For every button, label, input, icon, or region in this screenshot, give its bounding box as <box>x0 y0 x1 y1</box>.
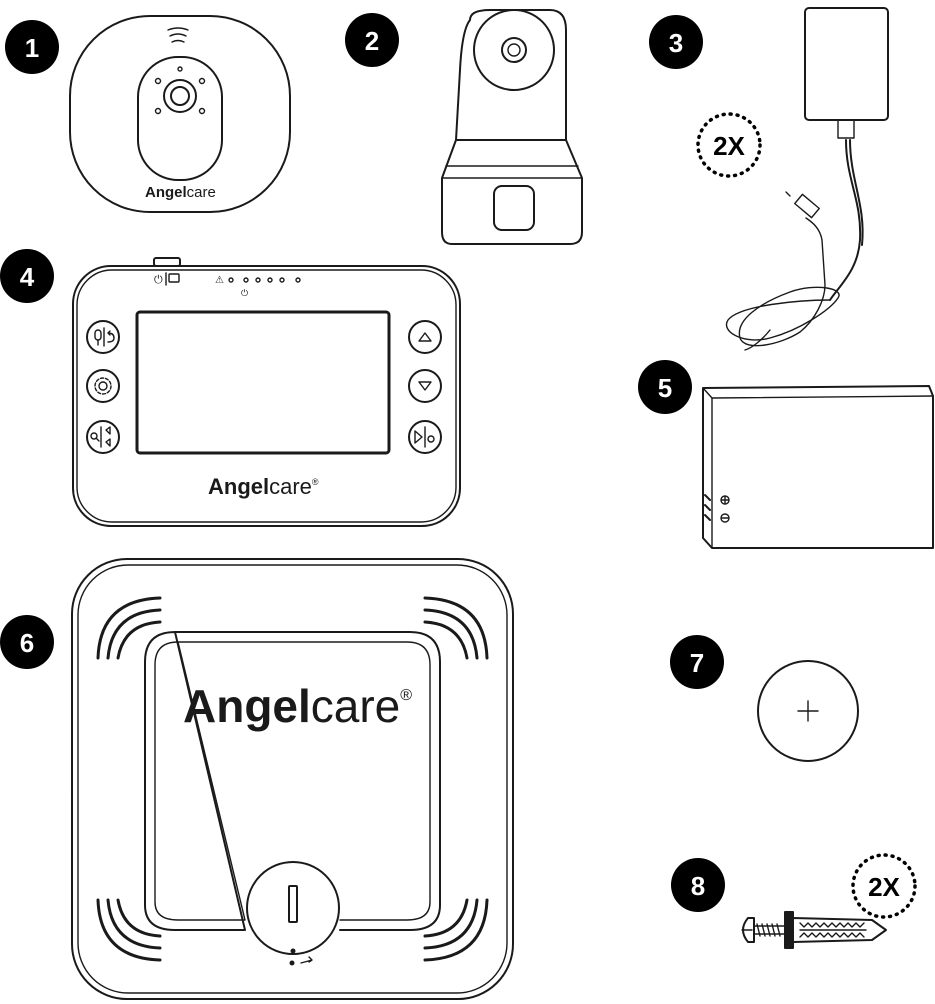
item-1-brand-logo: Angelcare <box>145 184 216 201</box>
up-button <box>408 320 442 354</box>
item-6-badge: 6 <box>0 615 54 669</box>
video-icon <box>168 273 180 283</box>
signal-icon: ⚠ <box>215 275 224 286</box>
item-3-power-adapter: 3 2X <box>649 7 889 351</box>
item-6-sensor-pad: 6 Angelcare® <box>0 558 514 1000</box>
power-icon: ⏻ <box>154 273 163 286</box>
parent-unit-screen <box>135 310 391 455</box>
zoom-volume-button <box>86 420 120 454</box>
item-6-brand-logo: Angelcare® <box>183 680 412 732</box>
item-1-number: 1 <box>25 33 39 63</box>
item-4-number: 4 <box>20 262 35 292</box>
item-8-screws-anchors: 8 2X <box>671 853 917 949</box>
item-3-badge: 3 <box>649 15 703 69</box>
item-4-brand-logo: Angelcare® <box>208 474 319 499</box>
talk-back-button <box>86 320 120 354</box>
led-indicator <box>295 277 301 283</box>
sensor-wave-arcs <box>96 596 489 962</box>
item-5-battery: 5 <box>638 360 934 549</box>
led-indicator <box>267 277 273 283</box>
led-indicator <box>279 277 285 283</box>
down-button <box>408 369 442 403</box>
item-8-quantity-label: 2X <box>868 872 900 902</box>
sensor-pad-connector <box>246 861 340 955</box>
item-1-camera: 1 Angelcare <box>5 15 291 213</box>
item-2-number: 2 <box>365 26 379 56</box>
settings-button <box>86 369 120 403</box>
item-7-coin-battery: 7 <box>670 635 859 762</box>
item-3-quantity: 2X <box>696 112 762 178</box>
item-3-quantity-label: 2X <box>713 131 745 161</box>
item-4-badge: 4 <box>0 249 54 303</box>
power-led-icon: ⏻ <box>241 288 248 299</box>
item-4-parent-unit: 4 ⏻ ⚠ ⏻ <box>0 249 461 527</box>
led-indicator <box>255 277 261 283</box>
item-7-number: 7 <box>690 648 704 678</box>
item-5-badge: 5 <box>638 360 692 414</box>
item-8-quantity: 2X <box>851 853 917 919</box>
play-lullaby-button <box>408 420 442 454</box>
item-7-badge: 7 <box>670 635 724 689</box>
item-3-number: 3 <box>669 28 683 58</box>
item-6-number: 6 <box>20 628 34 658</box>
item-2-badge: 2 <box>345 13 399 67</box>
negative-terminal-icon <box>720 513 730 523</box>
led-indicator <box>243 277 249 283</box>
item-1-badge: 1 <box>5 20 59 74</box>
led-indicator <box>228 277 234 283</box>
item-5-number: 5 <box>658 373 672 403</box>
item-2-camera-stand: 2 <box>345 9 583 245</box>
positive-terminal-icon <box>720 495 730 505</box>
item-8-badge: 8 <box>671 858 725 912</box>
item-8-number: 8 <box>691 871 705 901</box>
